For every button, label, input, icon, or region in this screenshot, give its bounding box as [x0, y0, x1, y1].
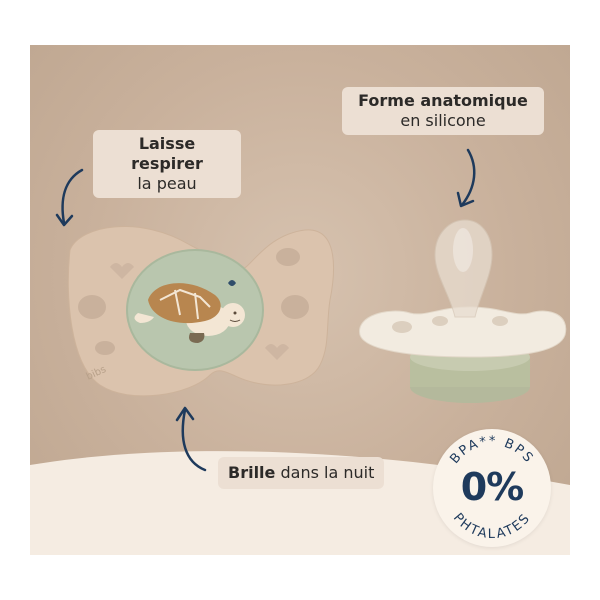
- badge-percent: 0%: [460, 465, 525, 509]
- label-glow-rest: dans la nuit: [275, 463, 375, 482]
- label-breathe-line2: la peau: [137, 174, 197, 193]
- arrow-curved-icon: [55, 168, 84, 227]
- arrow-curved-icon: [456, 148, 476, 208]
- label-shape-line2: en silicone: [400, 111, 486, 130]
- label-glow: Brille dans la nuit: [218, 457, 385, 489]
- svg-text:BPA** BPS: BPA** BPS: [447, 434, 536, 467]
- label-breathe-line1: Laisse respirer: [131, 134, 203, 173]
- arrow-curved-icon: [175, 406, 207, 472]
- pacifier-shield-left: bibs: [67, 226, 335, 397]
- pacifier-right: [359, 219, 567, 403]
- turtle-illustration: [134, 280, 245, 343]
- label-breathe: Laisse respirer la peau: [93, 130, 241, 198]
- badge-ring-text: BPA** BPS PHTALATES: [447, 434, 536, 542]
- svg-text:PHTALATES: PHTALATES: [450, 510, 534, 542]
- badge-top-text: BPA** BPS: [447, 434, 534, 467]
- label-shape: Forme anatomique en silicone: [342, 87, 544, 135]
- pacifiers: bibs: [67, 219, 567, 403]
- label-glow-bold: Brille: [228, 463, 276, 482]
- label-shape-line1: Forme anatomique: [358, 91, 528, 110]
- bpa-free-badge: BPA** BPS PHTALATES 0%: [433, 429, 551, 547]
- badge-bottom-text: PHTALATES: [450, 510, 532, 542]
